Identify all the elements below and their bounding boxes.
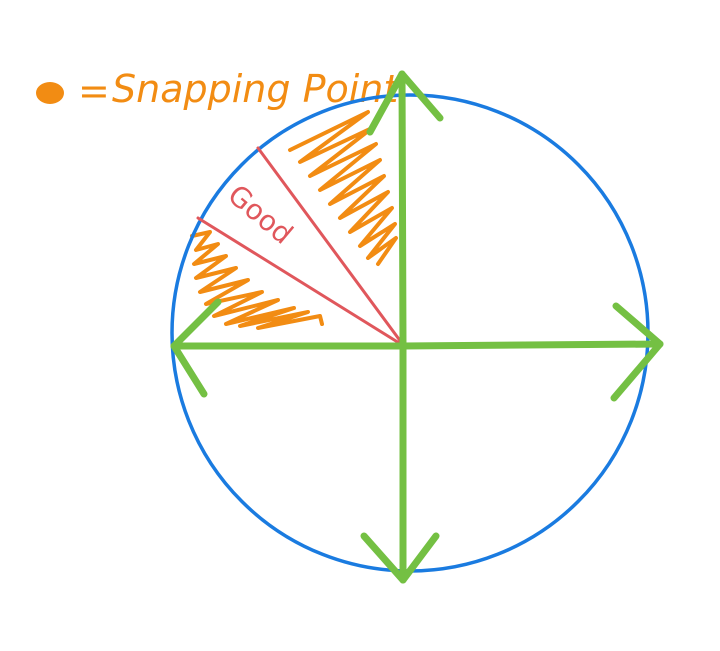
snap-zone-lower <box>190 230 324 330</box>
arrows <box>170 70 664 584</box>
legend-label: Snapping Point <box>112 67 400 111</box>
legend: = Snapping Point <box>36 67 400 113</box>
arrow-left <box>170 298 407 398</box>
snap-zone-upper <box>288 110 398 266</box>
boundary-lines <box>196 146 406 348</box>
arrow-up <box>366 70 444 350</box>
snapping-point-marker <box>36 82 64 104</box>
arrow-right <box>399 302 664 402</box>
boundary-line-lower <box>196 216 406 348</box>
boundary-line-upper <box>256 146 406 348</box>
arrow-down <box>360 342 440 584</box>
circle <box>170 93 650 573</box>
legend-equals: = <box>78 69 110 113</box>
